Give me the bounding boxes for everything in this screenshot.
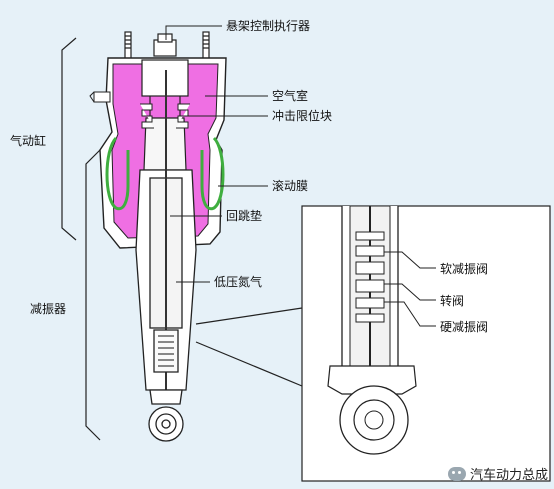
shock-lower-tube xyxy=(135,70,197,391)
rolling-diaphragm xyxy=(105,136,225,211)
label-rebound-pad: 回跳垫 xyxy=(226,209,263,223)
label-low-pressure-nitrogen: 低压氮气 xyxy=(214,275,263,289)
label-rolling-diaphragm: 滚动膜 xyxy=(272,179,309,193)
watermark-text: 汽车动力总成 xyxy=(469,468,548,483)
wechat-icon xyxy=(447,466,466,481)
label-rotary-valve: 转阀 xyxy=(440,294,465,308)
label-hard-valve: 硬减振阀 xyxy=(440,320,489,334)
label-bump-stop: 冲击限位块 xyxy=(272,109,333,123)
side-valve xyxy=(89,91,111,103)
label-air-cylinder: 气动缸 xyxy=(10,134,47,148)
label-soft-valve: 软减振阀 xyxy=(440,262,489,276)
shock-absorber-bracket xyxy=(85,149,101,441)
inset-leader-lines xyxy=(384,251,436,327)
leader-lines xyxy=(165,25,268,283)
bottom-eye xyxy=(148,389,184,442)
label-actuator: 悬架控制执行器 xyxy=(226,19,311,33)
label-air-chamber: 空气室 xyxy=(272,89,309,103)
detail-inset xyxy=(301,205,551,482)
actuator-body xyxy=(153,33,177,57)
watermark: 汽车动力总成 xyxy=(447,464,548,483)
inset-valve-stack xyxy=(355,231,385,323)
label-shock-absorber: 减振器 xyxy=(30,302,67,316)
air-cylinder-bracket xyxy=(61,37,77,241)
zoom-callout-wedge xyxy=(195,307,303,387)
